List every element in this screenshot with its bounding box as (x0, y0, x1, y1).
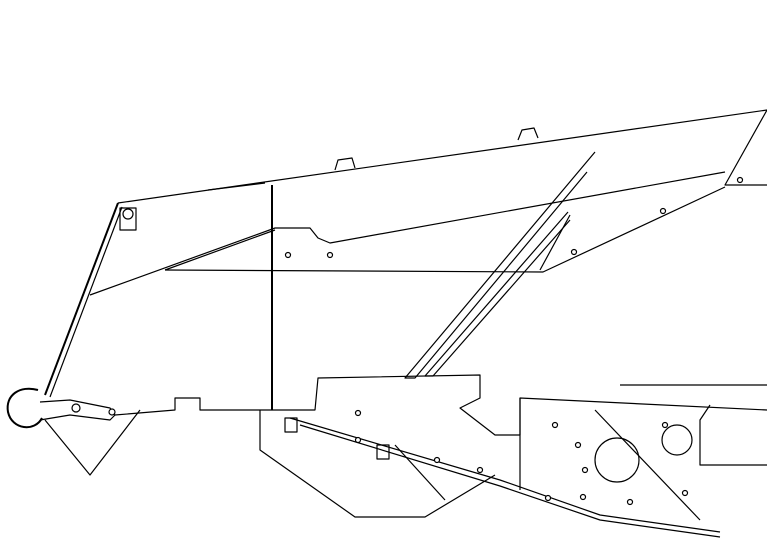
diagonal-braces (404, 151, 596, 379)
front-strut (44, 202, 141, 476)
rivets (284, 176, 744, 506)
large-hole (594, 437, 640, 483)
chassis-lower (114, 374, 767, 538)
boom-brackets (119, 127, 539, 231)
small-hole (661, 424, 693, 456)
hook-assembly (6, 387, 116, 428)
boom-upper (89, 109, 767, 410)
